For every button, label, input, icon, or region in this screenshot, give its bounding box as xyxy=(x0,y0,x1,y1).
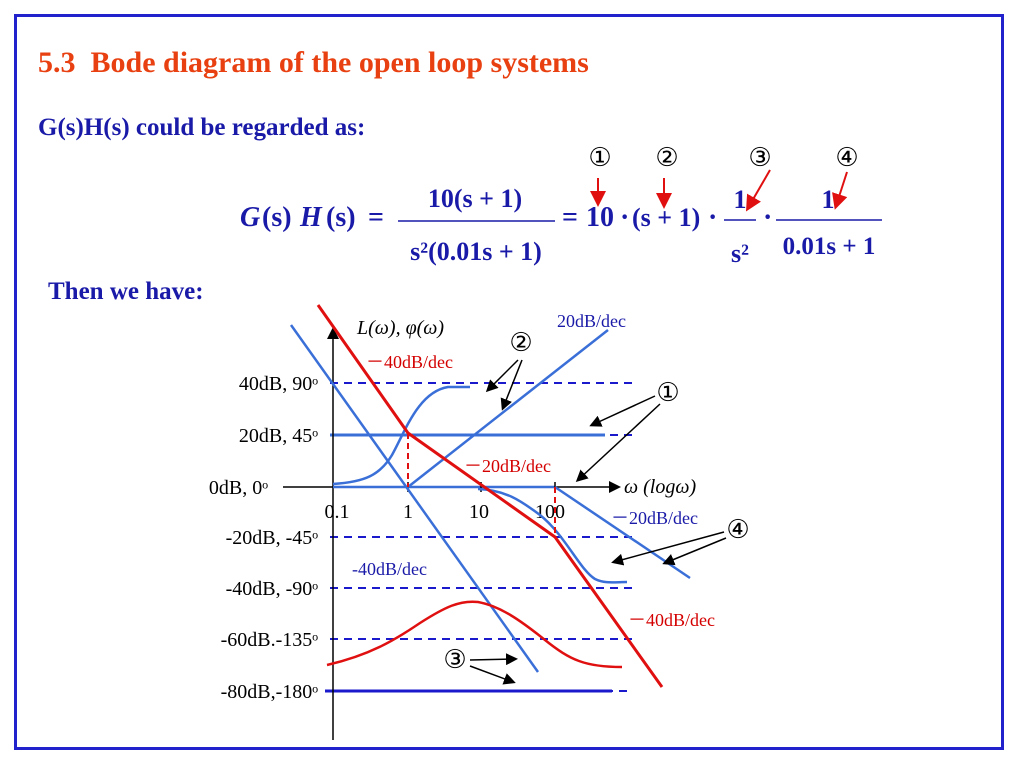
callout-3: ③ xyxy=(443,645,466,675)
callout-1-arrow-b xyxy=(575,403,661,483)
y-label-m40db: -40dB, -90ᵒ xyxy=(226,578,319,600)
eq-G: G xyxy=(240,202,260,233)
then-text: Then we have: xyxy=(48,278,204,305)
dot-1: · xyxy=(620,202,629,233)
factor-2: (s + 1) xyxy=(632,203,700,232)
y-label-20db: 20dB, 45ᵒ xyxy=(239,425,318,447)
x-tick-label-1: 1 xyxy=(403,501,413,523)
frac1-numerator: 10(s + 1) xyxy=(428,184,522,213)
term-marker-1: ① xyxy=(588,143,611,173)
y-label-40db: 40dB, 90ᵒ xyxy=(239,373,318,395)
callout-4-arrow-a xyxy=(611,531,725,566)
term4-phase-curve xyxy=(477,487,628,584)
term-marker-2: ② xyxy=(655,143,678,173)
factor-3-numerator: 1 xyxy=(734,185,747,214)
term-arrow-4 xyxy=(832,171,848,210)
term3-magnitude-asymptote xyxy=(289,324,540,673)
y-label-m20db: -20dB, -45ᵒ xyxy=(226,527,319,549)
x-tick-label-0.1: 0.1 xyxy=(325,501,350,523)
callout-4-arrow-b xyxy=(662,537,727,566)
slope-label-m40db-top: －40dB/dec xyxy=(366,352,453,372)
slide-title: 5.3 Bode diagram of the open loop system… xyxy=(38,46,589,79)
total-phase-curve xyxy=(326,600,623,669)
total-magnitude-curve xyxy=(316,304,664,688)
eq-s1: (s) xyxy=(262,202,292,233)
transfer-function-equation: G (s) H (s) = 10(s + 1) s²(0.01s + 1) = … xyxy=(240,184,882,268)
slope-label-m40db-blue: -40dB/dec xyxy=(352,559,427,579)
factor-3-denominator: s² xyxy=(731,239,749,268)
callout-1-arrow-a xyxy=(589,395,656,427)
x-tick-label-10: 10 xyxy=(469,501,489,523)
dot-3: · xyxy=(763,202,772,233)
callout-2: ② xyxy=(509,328,532,358)
bode-plot: 40dB, 90ᵒ 20dB, 45ᵒ 0dB, 0ᵒ -20dB, -45ᵒ … xyxy=(209,304,750,740)
y-label-m60db: -60dB.-135ᵒ xyxy=(221,629,319,651)
factor-4-denominator: 0.01s + 1 xyxy=(783,233,876,260)
subtitle: G(s)H(s) could be regarded as: xyxy=(38,114,366,141)
y-axis-label: L(ω), φ(ω) xyxy=(356,317,444,339)
slope-label-m40db-bottom: －40dB/dec xyxy=(628,610,715,630)
slope-label-20db-top: 20dB/dec xyxy=(557,311,626,331)
y-label-0db: 0dB, 0ᵒ xyxy=(209,477,268,499)
eq-equals-1: = xyxy=(368,202,384,233)
term-arrow-3 xyxy=(745,169,771,212)
callout-1: ① xyxy=(656,378,679,408)
slope-label-m20db-red: －20dB/dec xyxy=(464,456,551,476)
y-label-m80db: -80dB,-180ᵒ xyxy=(221,681,319,703)
term-marker-3: ③ xyxy=(748,143,771,173)
callout-3-arrow-a xyxy=(469,653,518,666)
callout-2-arrow-b xyxy=(500,359,523,411)
slide-frame xyxy=(14,14,1004,750)
eq-s2: (s) xyxy=(326,202,356,233)
callout-4: ④ xyxy=(726,515,749,545)
slope-label-m20db-blue: －20dB/dec xyxy=(611,508,698,528)
factor-4-numerator: 1 xyxy=(822,185,835,214)
term2-phase-curve xyxy=(332,385,470,486)
callout-3-arrow-b xyxy=(469,665,516,685)
callout-2-arrow-a xyxy=(485,359,519,393)
x-axis-label: ω (logω) xyxy=(624,476,696,498)
factor-1: 10 xyxy=(586,202,614,233)
eq-H: H xyxy=(299,202,323,233)
term-markers: ① ② ③ ④ xyxy=(588,143,859,212)
term-marker-4: ④ xyxy=(835,143,858,173)
eq-equals-2: = xyxy=(562,202,578,233)
dot-2: · xyxy=(708,202,717,233)
frac1-denominator: s²(0.01s + 1) xyxy=(410,237,542,266)
x-tick-label-100: 100 xyxy=(535,501,565,523)
